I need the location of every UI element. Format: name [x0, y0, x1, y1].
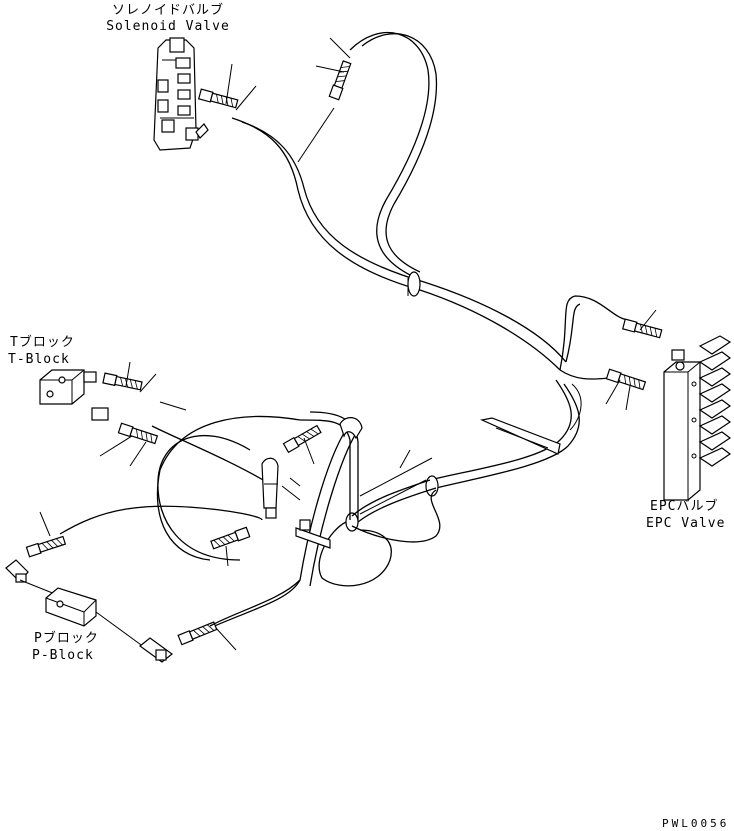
hose-clamp	[407, 271, 421, 297]
epc-valve-label: EPCバルブ EPC Valve	[646, 498, 725, 531]
leader-line	[289, 477, 301, 487]
solenoid-hose-fitting	[198, 88, 239, 110]
solenoid-valve-label: ソレノイドバルブ Solenoid Valve	[106, 2, 230, 34]
leader-line	[39, 511, 51, 537]
leader-line	[329, 37, 351, 59]
center-hose-fitting-lower	[209, 526, 251, 551]
leader-line	[359, 457, 433, 497]
t-block-fitting-upper	[102, 372, 143, 392]
epc-port-fitting	[671, 349, 685, 361]
leader-line	[235, 85, 257, 111]
t-block	[39, 369, 97, 405]
p-block-hose	[209, 579, 301, 627]
p-block-elbow-right	[139, 637, 173, 663]
leader-line	[215, 627, 237, 651]
top-hose-fitting	[328, 59, 353, 101]
t-block-label: Tブロック T-Block	[8, 334, 75, 367]
leader-line	[639, 309, 657, 331]
epc-valve-label-jp: EPCバルブ	[650, 498, 718, 514]
center-small-clamp	[295, 519, 331, 549]
hose-left-loop	[59, 415, 301, 561]
epc-lower-hose-fitting	[605, 368, 647, 392]
leader-line	[399, 449, 411, 469]
epc-upper-hose-fitting	[622, 318, 663, 340]
leader-line	[225, 545, 229, 567]
p-block-label: Pブロック P-Block	[32, 630, 99, 663]
hose-to-epc	[429, 295, 629, 489]
leader-line	[303, 437, 315, 465]
leader-line	[125, 361, 131, 387]
p-block-hose-fitting	[25, 534, 67, 558]
leader-line	[99, 435, 133, 457]
hose-bundle-lower	[209, 411, 441, 629]
solenoid-valve-label-en: Solenoid Valve	[106, 19, 230, 34]
p-block-elbow-left	[5, 559, 29, 583]
hose-bundle-upper	[231, 31, 567, 371]
leader-line	[605, 379, 621, 405]
epc-valve	[663, 335, 732, 501]
drawing-code: PWL0056	[662, 817, 729, 830]
t-block-label-jp: Tブロック	[10, 334, 75, 350]
leader-line	[225, 63, 233, 105]
hose-stub	[159, 401, 187, 411]
elbow-fitting	[339, 417, 363, 440]
t-block-label-en: T-Block	[8, 352, 70, 367]
hose-stub	[95, 611, 149, 651]
center-check-valve	[261, 457, 279, 519]
leader-line	[625, 385, 631, 411]
leader-line	[129, 441, 147, 467]
epc-valve-label-en: EPC Valve	[646, 516, 725, 531]
leader-line	[281, 485, 301, 501]
leader-line	[315, 65, 345, 73]
p-block-label-jp: Pブロック	[34, 630, 99, 646]
solenoid-valve-label-jp: ソレノイドバルブ	[112, 2, 224, 18]
t-block-adapter	[91, 407, 109, 421]
solenoid-valve	[153, 37, 209, 151]
epc-solenoid-stack	[698, 335, 732, 467]
p-block-label-en: P-Block	[32, 648, 94, 663]
leader-line	[139, 373, 157, 393]
hose-bracket	[480, 417, 561, 455]
p-block	[45, 587, 97, 627]
center-hose-fitting-upper	[282, 424, 323, 453]
